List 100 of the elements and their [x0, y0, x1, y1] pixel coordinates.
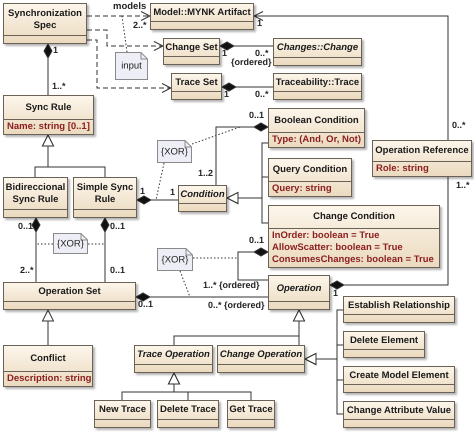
class-box: [3, 177, 68, 218]
attribute-text: Type: (And, Or, Not): [272, 134, 361, 146]
multiplicity-label: 2..*: [20, 266, 34, 275]
multiplicity-label: 1..* {ordered}: [203, 281, 260, 290]
class-name: Condition: [180, 188, 225, 200]
multiplicity-label: 0..1: [249, 111, 264, 120]
composition-line: [44, 44, 52, 96]
multiplicity-label: 1: [257, 19, 262, 28]
multiplicity-label: 1: [53, 46, 58, 55]
multiplicity-label: 0..*: [255, 90, 269, 99]
class-name: Operation Set: [38, 286, 101, 298]
multiplicity-label: 0..1: [110, 266, 126, 275]
dependency-arrow: [86, 11, 150, 21]
composition-line: [238, 248, 268, 280]
edge-label: models: [113, 2, 146, 12]
class-name: Query Condition: [272, 164, 348, 176]
note-box: [115, 52, 148, 80]
class-box: [150, 3, 254, 30]
composition-line: [136, 196, 178, 204]
class-name: Trace Operation: [137, 349, 210, 361]
class-box: [273, 73, 362, 100]
class-name: Operation Reference: [375, 145, 469, 157]
composition-line: [330, 176, 448, 290]
class-name: New Trace: [99, 404, 146, 416]
class-box: [227, 400, 275, 428]
attribute-text: ConsumesChanges: boolean = True: [272, 254, 435, 266]
multiplicity-label: 0..1: [18, 222, 34, 231]
multiplicity-label: 1: [222, 49, 228, 58]
class-name: Change Set: [165, 42, 218, 54]
composition-line: [136, 292, 268, 302]
multiplicity-label: {ordered}: [231, 58, 272, 67]
class-name: Operation: [276, 282, 322, 294]
class-name: Get Trace: [229, 404, 273, 416]
class-box: [178, 185, 227, 212]
class-box: [343, 296, 455, 323]
class-box: [73, 177, 137, 218]
composition-line: [220, 42, 274, 50]
multiplicity-label: 1: [140, 187, 146, 196]
generalization-arrow: [226, 192, 268, 224]
note-anchor-line: [192, 126, 240, 144]
composition-line: [32, 218, 40, 282]
class-name: Synchronization Spec: [7, 8, 83, 31]
class-box: [268, 158, 352, 197]
class-name: Sync Rule: [26, 102, 72, 114]
class-name: Changes::Change: [276, 42, 358, 54]
composition-line: [216, 122, 268, 186]
attribute-text: Description: string: [7, 373, 89, 385]
note-box: [157, 140, 192, 163]
class-box: [94, 400, 151, 428]
class-name: Model::MYNK Artifact: [153, 6, 251, 18]
class-box: [268, 108, 365, 148]
attribute-text: Query: string: [272, 183, 333, 195]
class-name: Change Operation: [220, 349, 302, 361]
multiplicity-label: 0..* {ordered}: [208, 301, 265, 310]
class-name: Change Condition: [313, 211, 395, 223]
composition-line: [222, 82, 274, 92]
class-box: [343, 366, 455, 393]
class-box: [3, 95, 94, 135]
note-anchor-line: [122, 16, 128, 52]
attribute-text: AllowScatter: boolean = True: [272, 242, 404, 254]
note-text: {XOR}: [160, 254, 190, 265]
class-name: Delete Element: [350, 334, 418, 346]
class-name: Trace Set: [175, 76, 218, 88]
multiplicity-label: 1: [333, 289, 338, 298]
multiplicity-label: 0..1: [138, 300, 154, 309]
dependency-arrow: [86, 40, 172, 93]
class-name: Boolean Condition: [274, 114, 359, 126]
generalization-arrow: [42, 310, 54, 346]
class-box: [3, 282, 136, 310]
class-name: Simple Sync Rule: [76, 182, 134, 205]
class-box: [3, 3, 87, 44]
class-box: [217, 345, 305, 373]
class-box: [134, 345, 213, 373]
class-name: Bidireccional Sync Rule: [5, 182, 66, 205]
generalization-arrow: [293, 310, 305, 346]
multiplicity-label: 1..*: [52, 82, 66, 91]
note-box: [157, 248, 193, 271]
class-name: Create Model Element: [349, 370, 449, 382]
attribute-text: Role: string: [376, 163, 430, 175]
note-box: [53, 233, 88, 254]
class-box: [343, 331, 425, 358]
class-name: Establish Relationship: [348, 300, 450, 312]
class-box: [372, 140, 472, 177]
multiplicity-label: 1: [170, 188, 176, 197]
class-box: [3, 345, 93, 387]
note-anchor-line: [156, 162, 164, 200]
multiplicity-label: 0..*: [255, 49, 269, 58]
attribute-text: Name: string [0..1]: [7, 121, 90, 133]
class-box: [273, 38, 362, 66]
note-text: {XOR}: [160, 146, 189, 157]
multiplicity-label: 1..*: [456, 181, 470, 190]
multiplicity-label: 2..*: [133, 21, 147, 30]
class-box: [157, 400, 219, 428]
dependency-arrow: [86, 30, 164, 51]
generalization-arrow: [42, 134, 106, 178]
multiplicity-label: 0..1: [249, 236, 264, 245]
generalization-arrow: [304, 353, 344, 414]
class-box: [268, 275, 330, 310]
note-text: {XOR}: [56, 238, 85, 249]
class-box: [163, 38, 220, 65]
